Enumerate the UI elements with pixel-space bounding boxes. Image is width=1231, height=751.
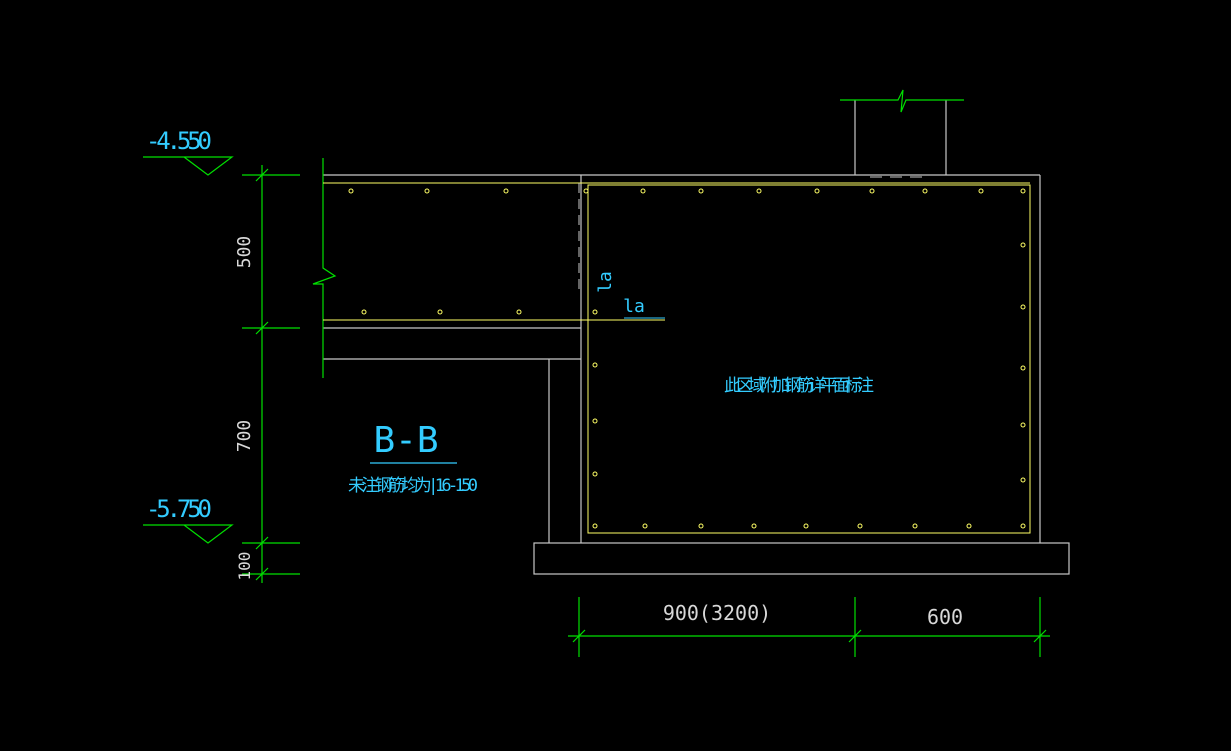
rebar-dot [583,188,589,194]
dim-tick-4 [255,567,269,581]
dim-500-label: 500 [234,236,255,269]
dimension-lines [143,156,1050,657]
slab-break-line [312,158,337,378]
rebar-dot [437,309,443,315]
rebar-dot [424,188,430,194]
rebar-dot [978,188,984,194]
section-title: B-B [373,420,438,461]
rebar-dot [912,523,918,529]
rebar-dot [642,523,648,529]
rebar-dot [592,418,598,424]
elevation-top-label: -4.550 [146,127,212,155]
rebar-dot [756,188,762,194]
dim-tick-7 [1033,629,1047,643]
rebar-dot [1020,242,1026,248]
concrete-outline [323,100,1070,575]
rebar-dot [1020,365,1026,371]
la-horizontal-label: la [623,296,645,317]
elevation-bottom-label: -5.750 [146,495,212,523]
rebar-dot [966,523,972,529]
rebar-dot [1020,304,1026,310]
dim-900-label: 900(3200) [663,601,771,625]
rebar-note: 未注钢筋均为|16-150 [348,476,478,496]
rebar-dot [869,188,875,194]
rebar-dot [698,523,704,529]
rebar-dot [1020,477,1026,483]
rebar-lines [323,182,1031,534]
rebar-dot [592,523,598,529]
rebar-dot [361,309,367,315]
la-vertical-label: la [595,271,616,293]
rebar-dot [922,188,928,194]
column-break-line [840,89,964,113]
rebar-dot [1020,422,1026,428]
wall-rebar-cage [587,184,1031,534]
rebar-dot [814,188,820,194]
additional-rebar-note: 此区域附加钢筋详平面标注 [724,376,874,396]
elevation-marker-top [143,156,234,176]
elevation-marker-bottom [143,524,234,544]
rebar-dot [698,188,704,194]
rebar-dot [803,523,809,529]
dim-600-label: 600 [927,605,963,629]
rebar-dot [1020,523,1026,529]
rebar-dot [592,471,598,477]
rebar-dot [348,188,354,194]
dim-tick-6 [848,629,862,643]
dim-tick-1 [255,168,269,182]
rebar-dot [857,523,863,529]
rebar-dot [751,523,757,529]
dim-700-label: 700 [234,420,255,453]
dim-100-label: 100 [235,552,254,581]
dim-tick-2 [255,321,269,335]
rebar-dot [592,362,598,368]
dim-tick-5 [572,629,586,643]
rebar-dot [1020,188,1026,194]
foundation-block [533,542,1070,575]
rebar-dot [516,309,522,315]
rebar-dot [592,309,598,315]
rebar-dot [503,188,509,194]
rebar-dots [348,188,1026,529]
dim-tick-3 [255,536,269,550]
rebar-dot [640,188,646,194]
